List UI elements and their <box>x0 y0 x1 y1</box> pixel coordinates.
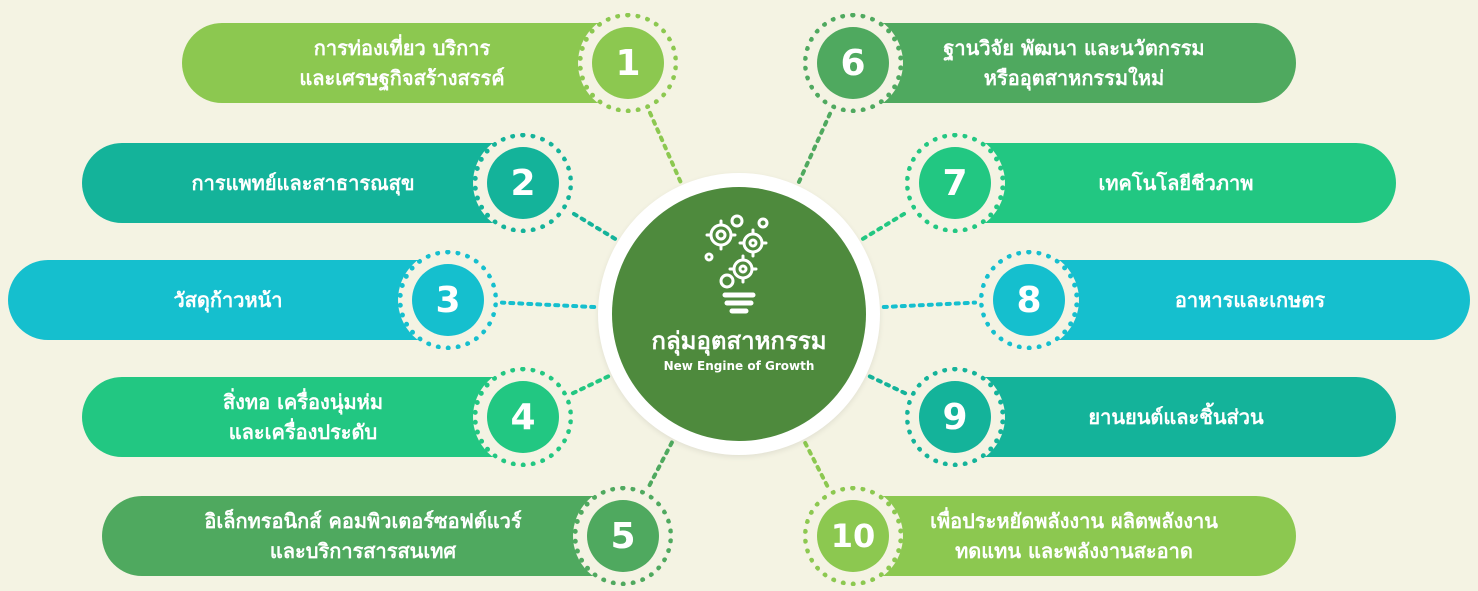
item-9-pill: ยานยนต์และชิ้นส่วน <box>956 377 1396 457</box>
item-10-pill: เพื่อประหยัดพลังงาน ผลิตพลังงาน ทดแทน แล… <box>852 496 1296 576</box>
connector-line-4 <box>569 374 611 396</box>
connector-line-9 <box>867 374 909 396</box>
hub-title: กลุ่มอุตสาหกรรม <box>651 327 827 355</box>
item-3-number: 3 <box>412 264 484 336</box>
connector-line-8 <box>881 300 978 310</box>
item-5-number: 5 <box>587 500 659 572</box>
item-6-number: 6 <box>817 27 889 99</box>
item-8-pill: อาหารและเกษตร <box>1030 260 1470 340</box>
connector-line-2 <box>567 209 618 241</box>
item-6-pill: ฐานวิจัย พัฒนา และนวัตกรรม หรืออุตสาหกรร… <box>852 23 1296 103</box>
item-2-pill: การแพทย์และสาธารณสุข <box>82 143 524 223</box>
item-10-number: 10 <box>817 500 889 572</box>
central-hub: กลุ่มอุตสาหกรรม New Engine of Growth <box>598 173 880 455</box>
connector-line-1 <box>647 110 683 184</box>
item-4-number: 4 <box>487 381 559 453</box>
item-2-number: 2 <box>487 147 559 219</box>
item-3-pill: วัสดุก้าวหน้า <box>8 260 448 340</box>
item-7-number: 7 <box>919 147 991 219</box>
item-5-pill: อิเล็กทรอนิกส์ คอมพิวเตอร์ซอฟต์แวร์ และบ… <box>102 496 624 576</box>
item-9-number: 9 <box>919 381 991 453</box>
item-1-pill: การท่องเที่ยว บริการ และเศรษฐกิจสร้างสรร… <box>182 23 622 103</box>
connector-line-6 <box>796 110 833 184</box>
item-1-number: 1 <box>592 27 664 99</box>
connector-line-3 <box>499 300 597 310</box>
connector-line-10 <box>803 440 831 490</box>
connector-line-5 <box>646 440 674 491</box>
gears-lightbulb-icon <box>704 214 769 314</box>
item-7-pill: เทคโนโลยีชีวภาพ <box>956 143 1396 223</box>
item-8-number: 8 <box>993 264 1065 336</box>
item-4-pill: สิ่งทอ เครื่องนุ่มห่ม และเครื่องประดับ <box>82 377 524 457</box>
hub-subtitle: New Engine of Growth <box>663 359 815 373</box>
connector-line-7 <box>860 209 911 241</box>
hub-circle: กลุ่มอุตสาหกรรม New Engine of Growth <box>612 187 866 441</box>
